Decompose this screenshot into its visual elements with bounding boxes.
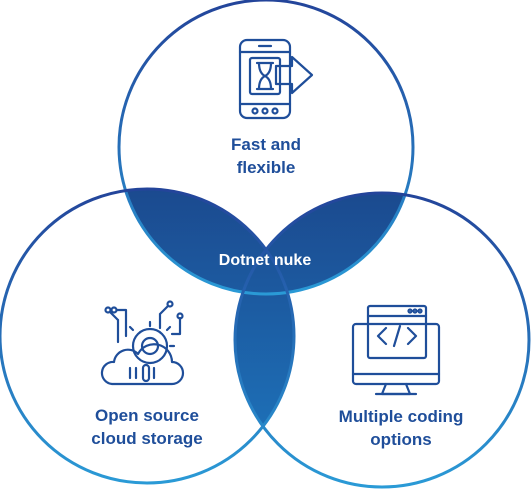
circle-right [233, 191, 531, 489]
label-line: flexible [236, 158, 296, 177]
monitor-code-icon [351, 304, 441, 396]
label-line: Fast and [231, 135, 301, 154]
mobile-arrow-hourglass-icon [238, 38, 314, 120]
label-line: Multiple coding [338, 407, 464, 426]
circle-top [117, 0, 415, 296]
label-line: Open source [95, 406, 199, 425]
center-label: Dotnet nuke [218, 252, 312, 269]
label-line: options [370, 430, 432, 449]
label-multiple-coding-options: Multiple coding options [316, 405, 486, 451]
label-open-source-cloud-storage: Open source cloud storage [62, 404, 232, 450]
cloud-database-gear-icon [100, 300, 185, 386]
overlap-top-left [119, 189, 294, 294]
overlap-top-right [235, 193, 413, 294]
label-fast-flexible: Fast and flexible [196, 133, 336, 179]
label-line: cloud storage [91, 429, 203, 448]
circle-left [0, 187, 296, 485]
